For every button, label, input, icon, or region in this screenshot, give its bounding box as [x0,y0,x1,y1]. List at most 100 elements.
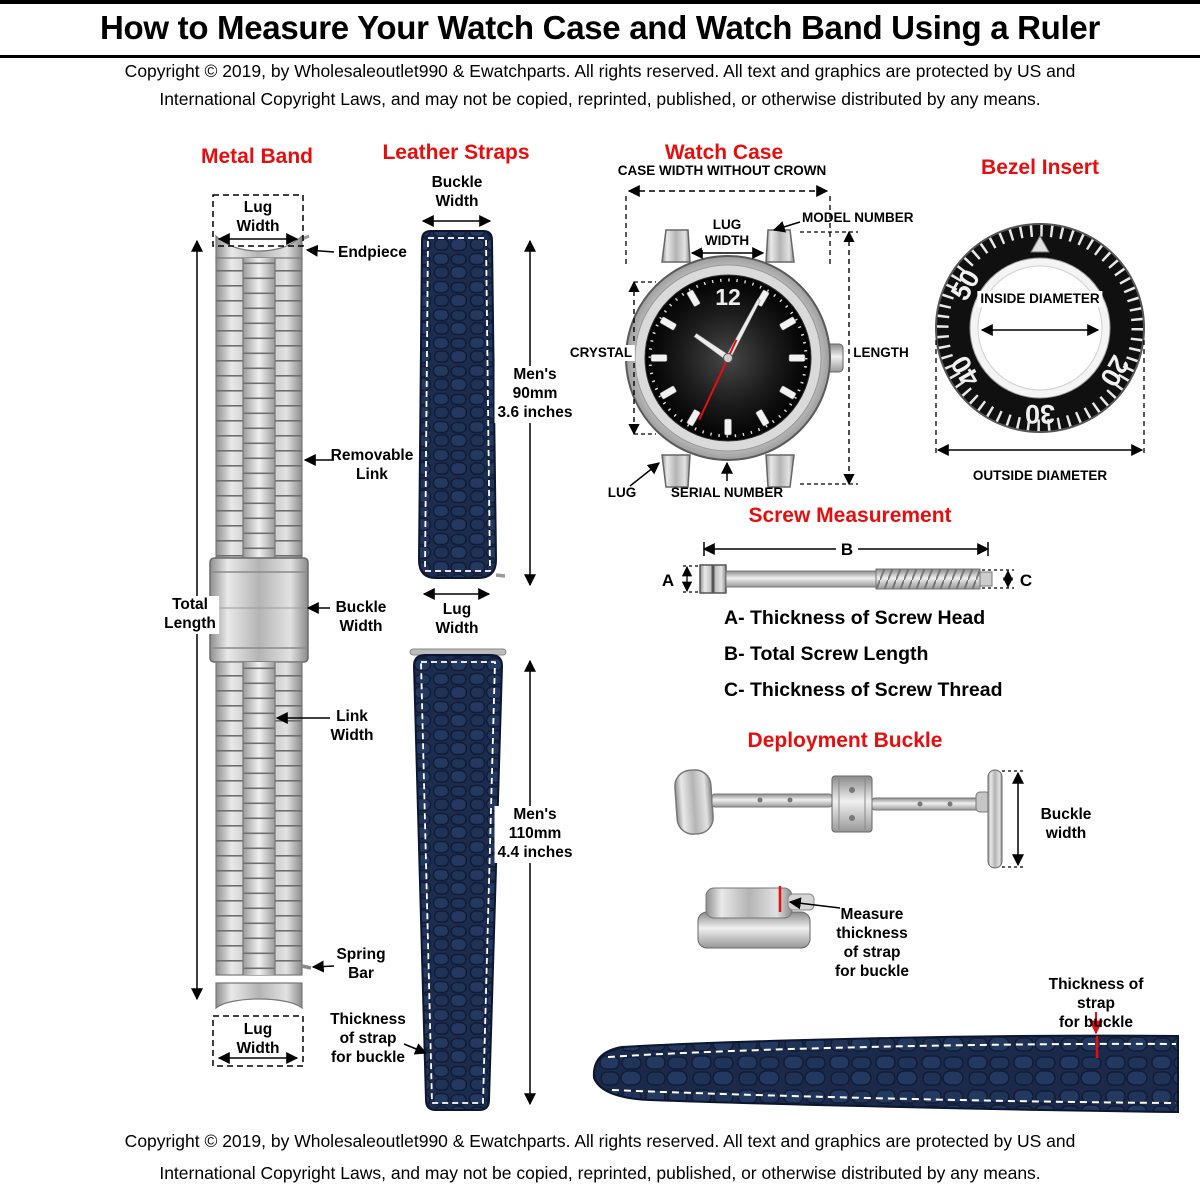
model-number-arrow [772,221,801,233]
deploy-left-pad [674,769,714,835]
screw-legend-b: B- Total Screw Length [724,643,929,665]
deploy-right-bar [987,769,1003,869]
serial-number-label: SERIAL NUMBER [670,485,784,500]
lug-arrow [629,462,660,487]
hour-markers [650,289,806,436]
thickness-left-label: Thickness of strap for buckle [330,1011,406,1066]
bottom-strap-body [592,1034,1179,1114]
thickness-left-arrow [403,1043,428,1055]
deploy-plate-dot-1 [849,787,855,793]
screw-annotations [680,542,1014,593]
deploy-arm2-hole-2 [947,801,953,807]
metal-band-bottom-endpiece [215,982,303,1010]
lug-bottom-right [765,454,795,488]
screw-tip [979,571,993,587]
bottom-strap-stitch-top [607,1042,1177,1058]
bezel-insert-graphic: 50 40 30 20 [935,223,1145,433]
second-hand [698,339,738,421]
mens-110mm-label: Men's 110mm 4.4 inches [494,806,576,863]
screw-section-title: Screw Measurement [748,504,952,527]
outside-diameter-label: OUTSIDE DIAMETER [972,468,1108,483]
inside-diameter-label: INSIDE DIAMETER [977,291,1103,308]
long-strap-body [412,654,504,1111]
lug-label: LUG [607,485,637,500]
bottom-strap-graphic [592,1012,1179,1114]
leather-strap-long-annotations [403,659,536,1106]
screw-legend-c: C- Thickness of Screw Thread [724,679,1003,701]
copyright-top-line1: Copyright © 2019, by Wholesaleoutlet990 … [124,61,1076,81]
deploy-arm1-hole-1 [757,797,763,803]
screw-shaft [725,570,877,588]
deploy-plate-dot-2 [849,815,855,821]
metal-band-graphic [209,234,312,1010]
metal-band-section-title: Metal Band [200,145,314,168]
case-width-label: CASE WIDTH WITHOUT CROWN [617,163,827,178]
title-underline-rule [0,55,1200,58]
upper-center-link-rows [243,258,275,558]
leather-lug-width-label: Lug Width [435,601,479,637]
short-strap-stitching [424,237,491,572]
spring-bar-arrow [311,960,335,973]
leather-strap-long-graphic [409,648,507,1111]
spring-bar-label: Spring Bar [336,946,386,982]
long-strap-stitching [420,661,496,1104]
measure-thickness-label: Measure thickness of strap for buckle [834,906,910,980]
lug-width-bottom-dashed-box [212,1015,304,1067]
screw-mark-a: A [662,571,674,590]
deployment-section-title: Deployment Buckle [747,729,943,752]
deploy-center-plate [831,775,873,833]
lug-top-right [765,229,795,263]
bottom-strap-stitch-bottom [611,1089,1177,1104]
link-width-label: Link Width [330,708,374,744]
bezel-triangle-marker [1030,234,1050,253]
top-border-rule [0,0,1200,4]
copyright-bottom-line1: Copyright © 2019, by Wholesaleoutlet990 … [124,1131,1076,1151]
deployment-buckle-open-annotations [1002,770,1024,868]
upper-right-link-rows [275,258,302,558]
deploy-arm-2 [871,797,985,811]
deployment-buckle-folded-graphic [697,886,841,949]
deploy-buckle-width-label: Buckle width [1040,806,1092,842]
screw-thread-hatch [876,569,980,589]
thickness-right-label: Thickness of strap for buckle [1048,976,1144,1031]
watch-lug-width-label: LUG WIDTH [701,217,753,250]
copyright-bottom-line2: International Copyright Laws, and may no… [159,1163,1041,1183]
screw-marks: B A C [662,540,1032,590]
copyright-top-line2: International Copyright Laws, and may no… [159,89,1041,109]
bottom-spring-bar-pin [301,964,312,970]
lower-right-link-rows [275,662,302,975]
lug-top-left [661,229,691,263]
removable-link-label: Removable Link [330,447,414,483]
bezel-number-30: 30 [1025,399,1055,429]
total-length-label: Total Length [161,596,219,634]
measure-thickness-arrow [788,897,841,910]
lower-center-link-rows [243,662,275,975]
bezel-tick-marks [937,225,1143,431]
hands-center-cap [723,353,733,363]
clasp [209,557,309,663]
metal-buckle-width-label: Buckle Width [335,599,387,635]
leather-strap-short-graphic [417,230,506,579]
dial-numeral-12: 12 [715,284,741,310]
metal-lug-width-top-label: Lug Width [236,199,280,235]
watch-case-section-title: Watch Case [664,141,784,164]
endpiece-arrow [305,244,335,257]
screw-graphic [699,564,993,594]
mens-90mm-label: Men's 90mm 3.6 inches [494,366,576,423]
metal-lug-width-bottom-label: Lug Width [236,1021,280,1057]
bezel-insert-annotations [935,324,1145,456]
leather-buckle-width-label: Buckle Width [431,174,483,210]
bezel-center-hole [977,265,1103,391]
upper-left-link-rows [216,258,243,558]
endpiece-label: Endpiece [338,244,407,261]
leather-straps-section-title: Leather Straps [382,141,530,164]
lug-width-top-dashed-box [212,194,304,247]
model-number-label: MODEL NUMBER [802,210,914,225]
deploy-arm1-hole-2 [787,797,793,803]
page-title: How to Measure Your Watch Case and Watch… [100,9,1100,46]
short-strap-body [417,230,498,579]
minute-track [648,278,808,438]
deployment-buckle-open-graphic [674,769,1003,869]
